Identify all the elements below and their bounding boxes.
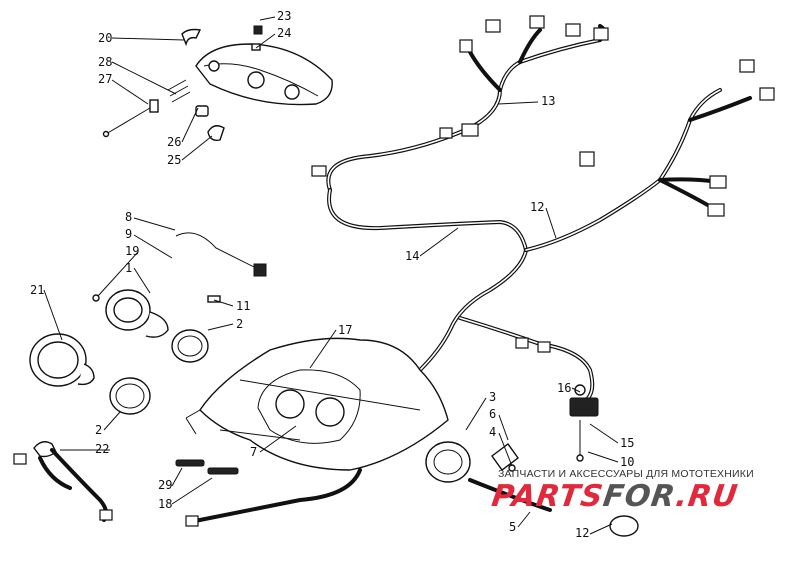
callout-c14: 14 (405, 249, 419, 263)
leader-line-c12b (589, 523, 613, 535)
large-gauge-assembly (29, 333, 151, 415)
callout-c2b: 2 (95, 423, 102, 437)
leader-line-c5 (517, 511, 531, 528)
callout-c6: 6 (489, 407, 496, 421)
callout-c25: 25 (167, 153, 181, 167)
lamp-lens-assembly (102, 25, 333, 142)
callout-c19: 19 (125, 244, 139, 258)
callout-c12b: 12 (575, 526, 589, 540)
callout-c29: 29 (158, 478, 172, 492)
leader-line-c8 (133, 217, 176, 231)
callout-c22: 22 (95, 442, 109, 456)
leader-line-c28 (111, 61, 177, 95)
callout-c8: 8 (125, 210, 132, 224)
relay-assembly (569, 384, 599, 462)
watermark-logo-for: FOR (600, 479, 679, 514)
callout-c4: 4 (489, 425, 496, 439)
callout-c27: 27 (98, 72, 112, 86)
callout-c9: 9 (125, 227, 132, 241)
callout-c24: 24 (277, 26, 291, 40)
callout-labels: 2023242827262513141289191112211736416151… (30, 9, 634, 540)
callout-c1: 1 (125, 261, 132, 275)
leader-line-c10 (587, 451, 619, 463)
callout-c13: 13 (541, 94, 555, 108)
callout-c20: 20 (98, 31, 112, 45)
callout-c28: 28 (98, 55, 112, 69)
leader-line-c19 (97, 251, 139, 297)
leader-line-c25 (181, 135, 213, 161)
leader-line-c26 (181, 107, 199, 143)
leader-line-c16 (571, 387, 581, 393)
leader-line-c2a (207, 323, 234, 331)
leader-line-c7 (259, 425, 297, 453)
callout-c15: 15 (620, 436, 634, 450)
leader-line-c1 (133, 267, 151, 294)
wiring-harness (311, 15, 775, 402)
leader-line-c24 (255, 33, 276, 49)
watermark-logo: PARTSFOR.RU (490, 479, 795, 514)
callout-c12a: 12 (530, 200, 544, 214)
tach-gauge-assembly (425, 441, 552, 512)
callout-c7: 7 (250, 445, 257, 459)
leader-line-c17 (309, 329, 337, 369)
lower-wire (185, 468, 639, 537)
leader-line-c14 (419, 227, 459, 257)
leader-line-c21 (43, 289, 63, 341)
leader-line-c11 (213, 299, 234, 307)
leader-line-c20 (111, 37, 185, 41)
leader-line-c3 (465, 397, 487, 431)
small-gauge-assembly (92, 232, 267, 363)
leader-line-c15 (589, 423, 619, 444)
leader-line-c29 (171, 467, 183, 487)
callout-c21: 21 (30, 283, 44, 297)
watermark-logo-parts: PARTS (489, 479, 606, 514)
watermark-tagline: ЗАПЧАСТИ И АКСЕССУАРЫ ДЛЯ МОТОТЕХНИКИ (498, 468, 754, 480)
leader-line-c13 (497, 101, 539, 105)
leader-line-c18 (171, 477, 213, 505)
watermark-logo-ru: .RU (673, 479, 741, 514)
lamp-socket-harness (13, 441, 113, 522)
leader-line-c2b (103, 411, 121, 431)
callout-c17: 17 (338, 323, 352, 337)
trim-strips (175, 459, 239, 475)
callout-c5: 5 (509, 520, 516, 534)
leader-lines (43, 16, 619, 535)
leader-line-c9 (133, 234, 173, 259)
leader-line-c27 (111, 79, 149, 105)
leader-line-c12a (545, 207, 557, 239)
callout-c26: 26 (167, 135, 181, 149)
leader-line-c23 (259, 16, 276, 21)
callout-c18: 18 (158, 497, 172, 511)
leader-line-c4 (498, 432, 513, 467)
callout-c2a: 2 (236, 317, 243, 331)
leader-line-c6 (498, 414, 509, 441)
dash-console (185, 337, 449, 471)
callout-c23: 23 (277, 9, 291, 23)
callout-c11: 11 (236, 299, 250, 313)
callout-c3: 3 (489, 390, 496, 404)
callout-c10: 10 (620, 455, 634, 469)
callout-c16: 16 (557, 381, 571, 395)
